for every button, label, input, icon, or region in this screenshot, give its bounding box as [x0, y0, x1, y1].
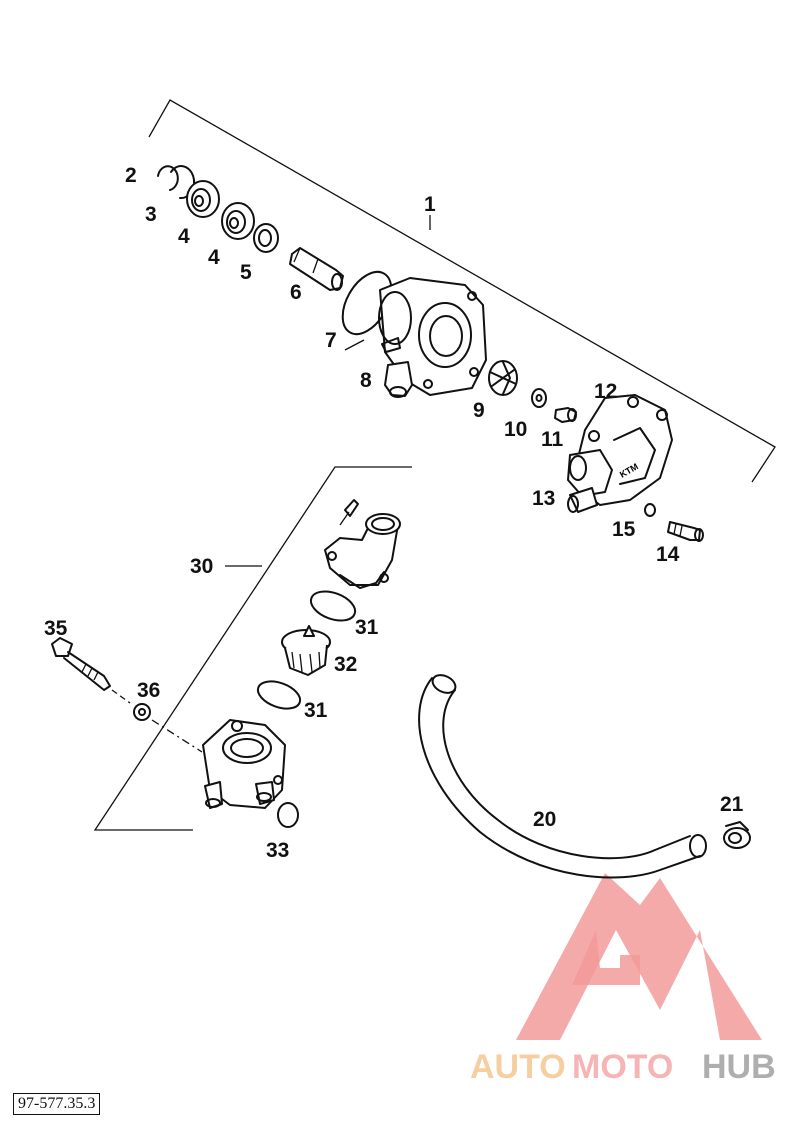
assembly-1-bracket [148, 99, 776, 483]
callout-6: 6 [290, 281, 302, 304]
o-ring-part-33 [277, 802, 299, 828]
watermark-hub: HUB [702, 1048, 776, 1086]
callout-13: 13 [532, 487, 555, 510]
seal-part-5 [253, 223, 279, 253]
circlip-part-2 [157, 165, 179, 191]
callout-7: 7 [325, 329, 337, 352]
callout-20: 20 [533, 808, 556, 831]
hose-part-20 [418, 674, 707, 879]
callout-4a: 4 [178, 225, 190, 248]
callout-32: 32 [334, 653, 357, 676]
callout-2: 2 [125, 164, 137, 187]
watermark-logo [516, 873, 762, 1040]
thermostat-part-32 [281, 625, 331, 676]
callout-30: 30 [190, 555, 213, 578]
callout-31b: 31 [304, 699, 328, 722]
callout-14: 14 [656, 543, 680, 566]
callout-15: 15 [612, 518, 636, 541]
thermostat-housing-lower [202, 719, 286, 809]
callout-11: 11 [541, 428, 564, 451]
shaft-part-6 [289, 247, 344, 291]
callout-1: 1 [424, 193, 436, 216]
washer-part-36 [133, 703, 203, 753]
bearing-part-4-b [221, 202, 255, 240]
callout-10: 10 [504, 418, 527, 441]
callout-36: 36 [137, 679, 160, 702]
callout-21: 21 [720, 793, 744, 816]
o-ring-part-15 [644, 503, 656, 517]
callout-8: 8 [360, 369, 372, 392]
callout-33: 33 [266, 839, 289, 862]
callout-4b: 4 [208, 246, 220, 269]
o-ring-part-31-upper [309, 590, 357, 622]
thermostat-cover [324, 499, 401, 589]
callout-35: 35 [44, 617, 68, 640]
impeller-part-9 [488, 360, 518, 396]
callout-labels: 1 2 3 4 4 5 6 7 8 9 10 11 12 13 15 14 30… [44, 164, 744, 862]
callout-5: 5 [240, 261, 252, 284]
callout-3: 3 [145, 203, 157, 226]
pump-housing-part-8 [378, 277, 487, 398]
callout-31a: 31 [355, 616, 379, 639]
o-ring-part-31-lower [256, 680, 302, 710]
callout-9: 9 [473, 399, 485, 422]
callout-12: 12 [594, 380, 617, 403]
watermark-text: AUTO MOTO HUB [470, 1048, 776, 1086]
bolt-part-35 [51, 637, 131, 704]
watermark-auto: AUTO [470, 1048, 566, 1086]
bearing-part-4-a [186, 180, 220, 218]
washer-part-10 [531, 388, 547, 408]
clamp-part-21 [723, 821, 751, 849]
watermark-moto: MOTO [572, 1048, 673, 1086]
assembly-30-bracket [93, 466, 412, 831]
leader-lines [344, 339, 365, 351]
screw-part-11 [554, 407, 577, 423]
pump-cover-part-12: KTM [567, 394, 673, 513]
drawing-number: 97-577.35.3 [13, 1093, 101, 1115]
bolt-part-14 [667, 521, 704, 542]
